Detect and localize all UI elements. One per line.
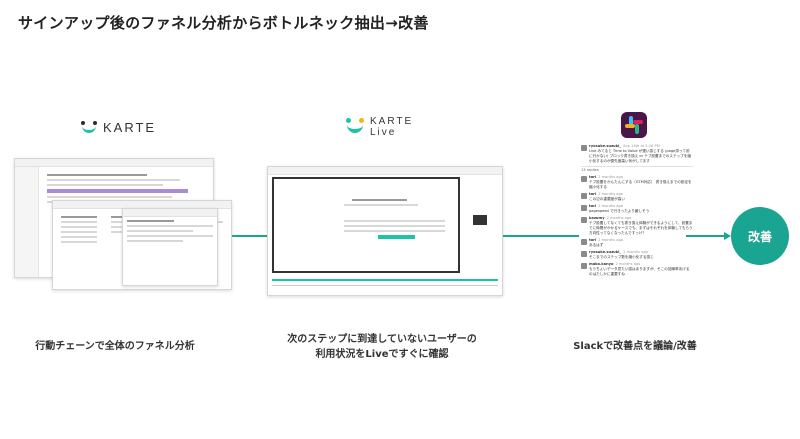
karte-live-screenshot bbox=[267, 166, 503, 296]
connector-line-2 bbox=[503, 235, 579, 237]
arrow-to-result bbox=[686, 235, 726, 237]
karte-live-logo-subtext: Live bbox=[370, 127, 397, 138]
replies-count: 13 replies bbox=[581, 166, 693, 173]
caption-step2-line1: 次のステップに到達していないユーザーの bbox=[287, 334, 477, 345]
caption-step3: Slackで改善点を議論/改善 bbox=[573, 341, 697, 352]
connector-line-1 bbox=[232, 235, 268, 237]
karte-mark-icon bbox=[80, 120, 98, 135]
slack-logo-icon bbox=[621, 112, 647, 138]
karte-live-logo-text: KARTE bbox=[370, 116, 414, 127]
caption-step1: 行動チェーンで全体のファネル分析 bbox=[35, 341, 195, 352]
arrow-head-icon bbox=[724, 232, 731, 240]
karte-logo-text: KARTE bbox=[103, 120, 157, 135]
improvement-circle: 改善 bbox=[731, 207, 789, 265]
caption-step2-line2: 利用状況をLiveですぐに確認 bbox=[315, 349, 449, 360]
karte-logo: KARTE bbox=[80, 120, 156, 135]
avatar bbox=[581, 145, 587, 151]
caption-step2: 次のステップに到達していないユーザーの 利用状況をLiveですぐに確認 bbox=[262, 332, 502, 362]
karte-live-mark-icon bbox=[345, 118, 365, 136]
karte-detail-panel-screenshot bbox=[122, 208, 218, 286]
page-title: サインアップ後のファネル分析からボトルネック抽出→改善 bbox=[18, 14, 429, 32]
karte-live-logo: KARTE Live bbox=[345, 116, 413, 138]
